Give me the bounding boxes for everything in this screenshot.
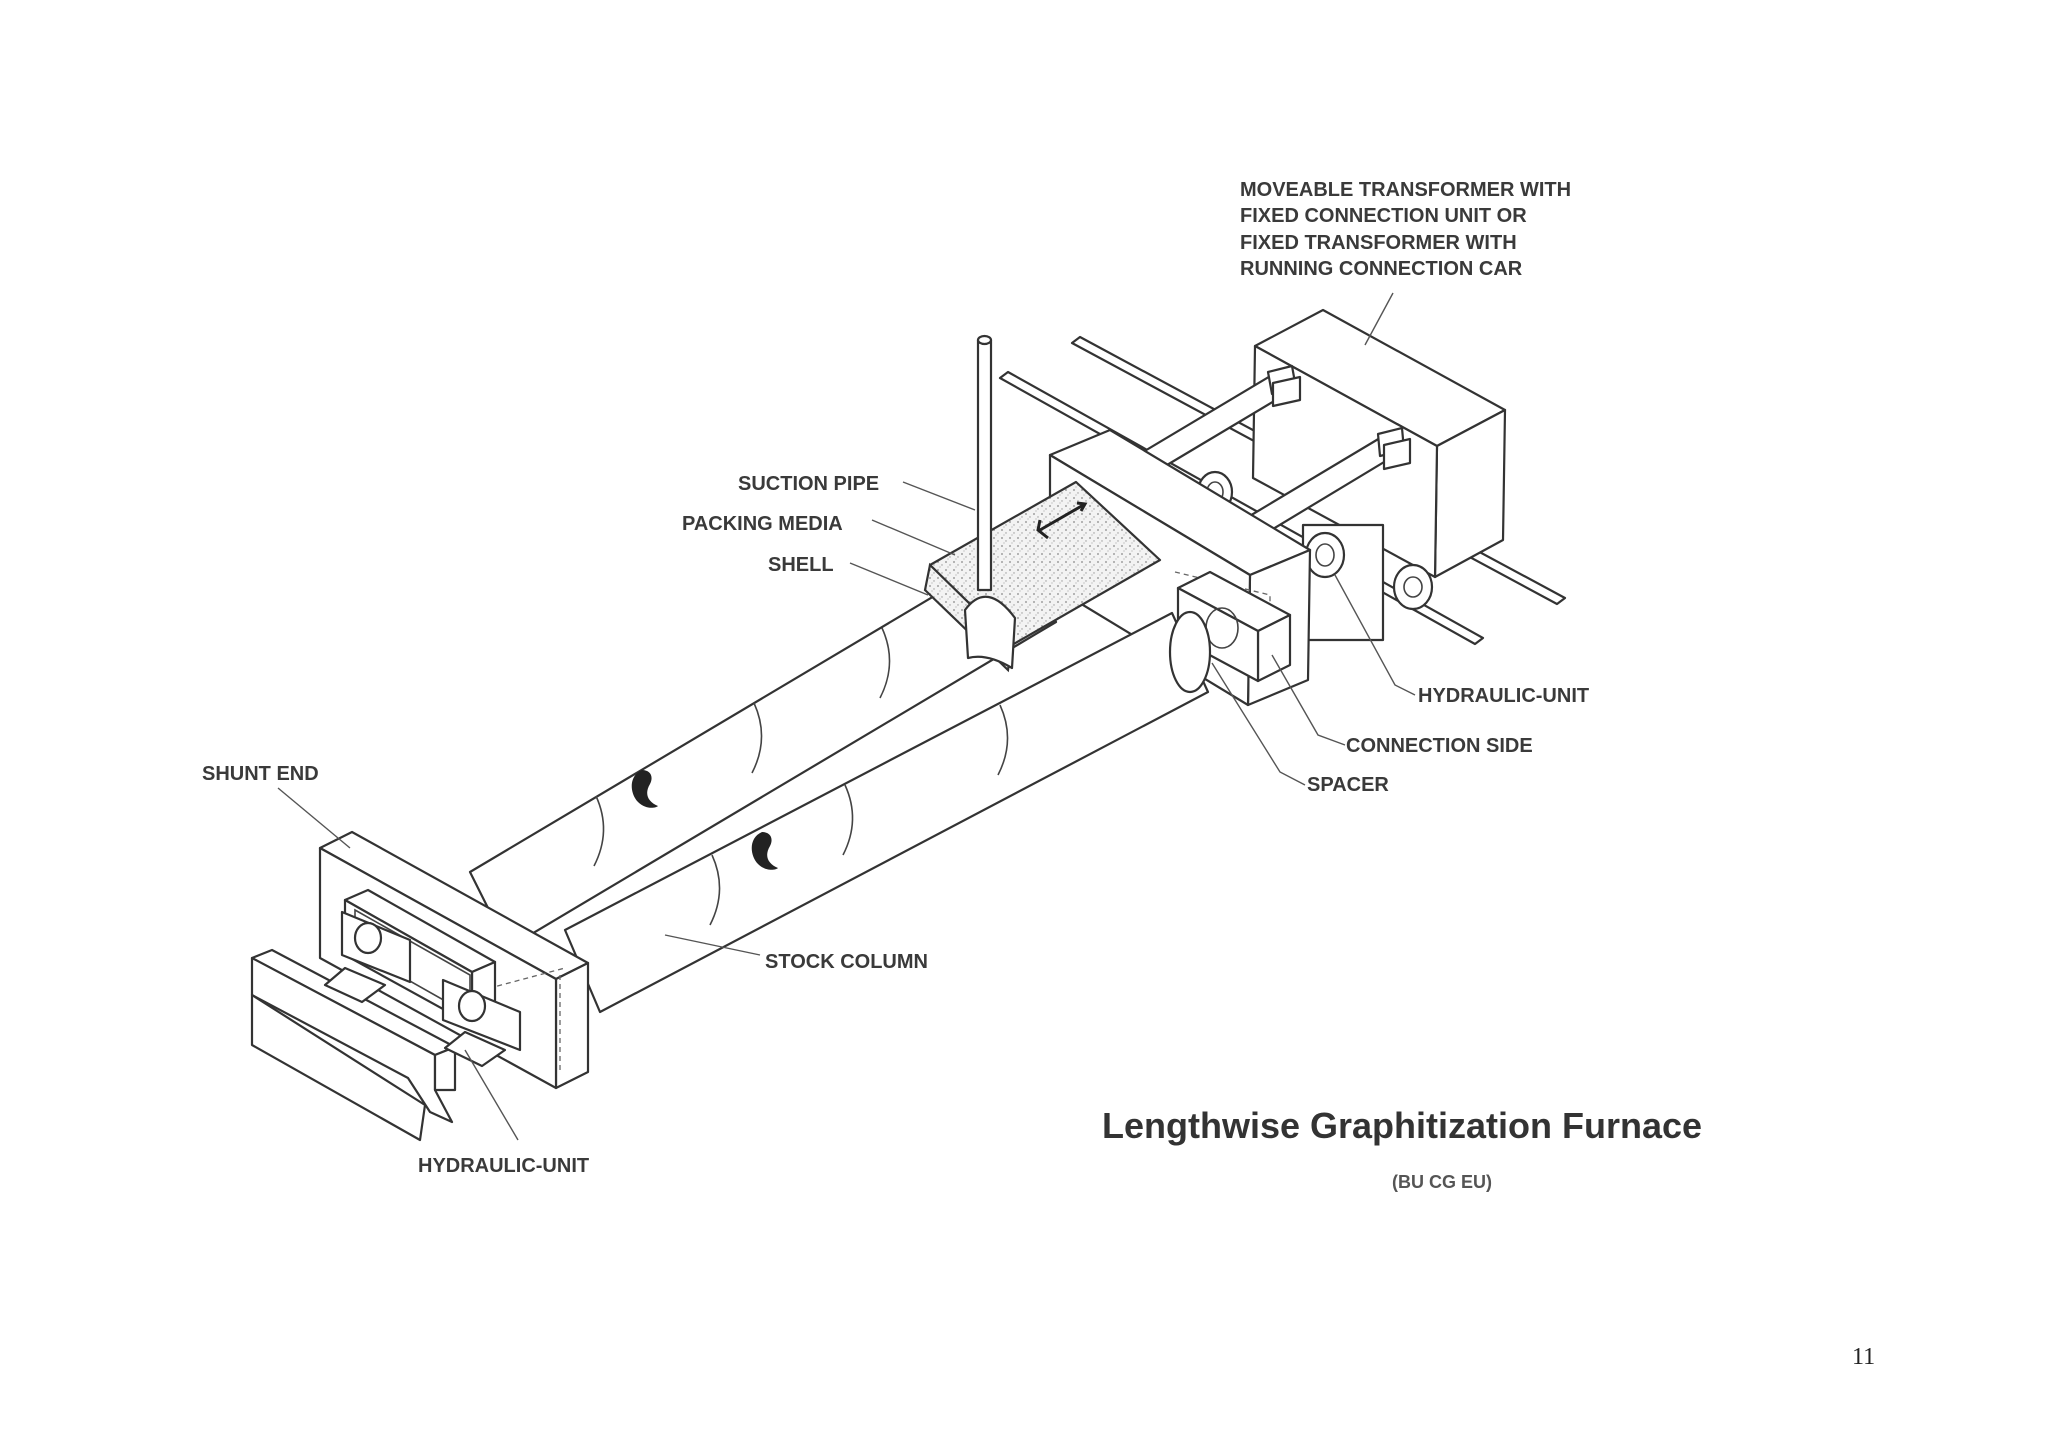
suction-pipe	[976, 334, 993, 592]
label-stock-column: STOCK COLUMN	[765, 951, 928, 973]
label-hydraulic-unit-left: HYDRAULIC-UNIT	[418, 1155, 589, 1177]
joint-gaps	[631, 770, 778, 870]
page-number: 11	[1852, 1344, 1875, 1370]
leader-lines	[277, 292, 1416, 1141]
label-spacer: SPACER	[1307, 774, 1389, 796]
shunt-end	[318, 830, 590, 1090]
label-packing-media: PACKING MEDIA	[682, 513, 843, 535]
label-transformer: MOVEABLE TRANSFORMER WITH FIXED CONNECTI…	[1240, 179, 1577, 280]
label-suction-pipe: SUCTION PIPE	[738, 473, 879, 495]
shell	[923, 480, 1162, 673]
label-hydraulic-unit-right: HYDRAULIC-UNIT	[1418, 685, 1589, 707]
label-shunt-end: SHUNT END	[202, 763, 319, 785]
label-connection-side: CONNECTION SIDE	[1346, 735, 1533, 757]
diagram-title: Lengthwise Graphitization Furnace	[1102, 1105, 1702, 1146]
diagram-subtitle: (BU CG EU)	[1392, 1172, 1492, 1192]
hydraulic-unit-left-body	[250, 948, 507, 1142]
stock-column-front	[563, 610, 1212, 1014]
label-shell: SHELL	[768, 554, 834, 576]
